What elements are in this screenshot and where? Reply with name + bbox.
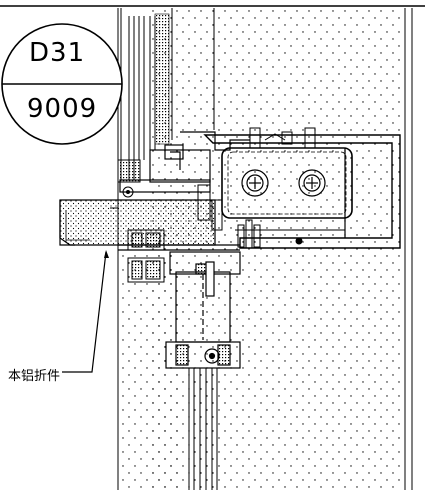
drawing-number: 9009 bbox=[27, 94, 98, 124]
leader-arrow bbox=[104, 250, 109, 258]
bolt-left bbox=[241, 169, 269, 197]
lower-mullion bbox=[165, 251, 241, 369]
top-bolts bbox=[249, 127, 316, 149]
callout-leader bbox=[62, 251, 107, 373]
part-callout-label: 本铝折件 bbox=[8, 369, 61, 384]
clip-gaskets bbox=[127, 229, 165, 283]
lower-glazing bbox=[188, 368, 218, 490]
transom-profile bbox=[119, 131, 250, 193]
anchor-bracket bbox=[203, 134, 401, 249]
glass-hatch bbox=[154, 13, 170, 145]
detail-tag-symbol bbox=[1, 23, 123, 145]
bolt-right bbox=[298, 169, 326, 197]
wall-fill-left bbox=[118, 250, 178, 490]
detail-code: D31 bbox=[29, 38, 86, 68]
sealant-block bbox=[117, 159, 141, 183]
